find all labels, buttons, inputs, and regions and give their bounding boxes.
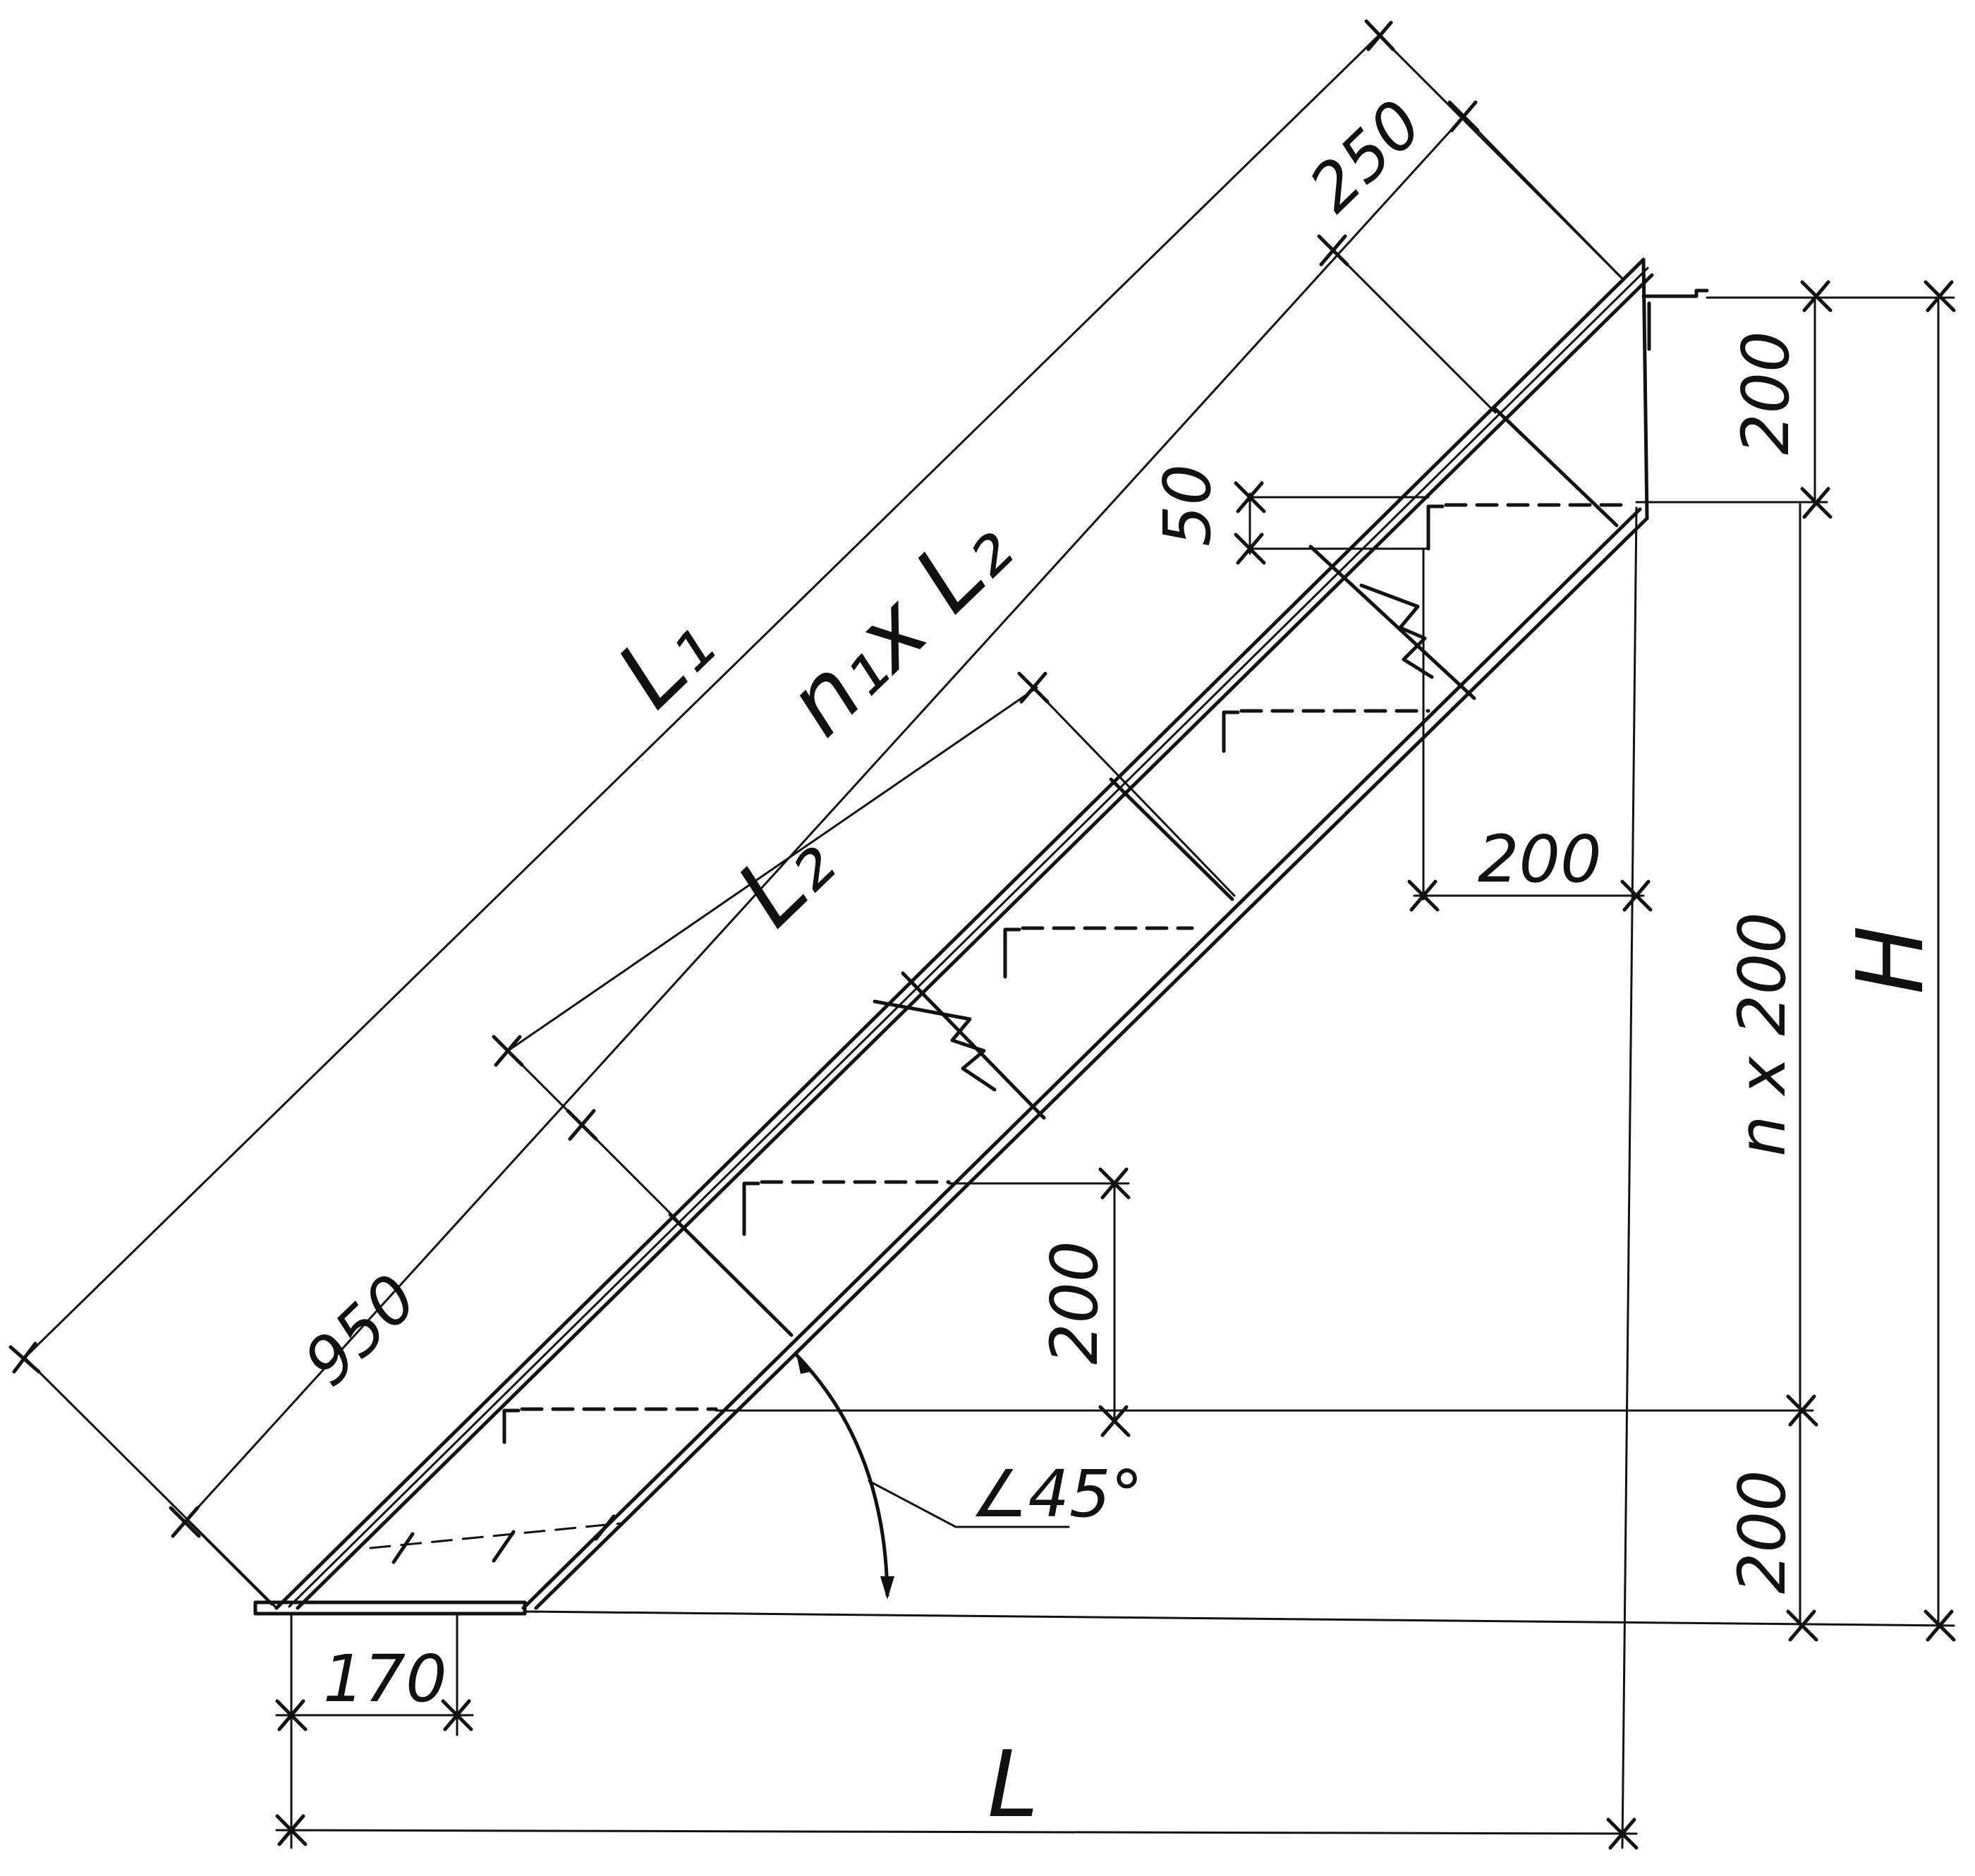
step-angle-3 [1003, 927, 1021, 979]
angle-leader [868, 1480, 957, 1528]
top-bracket-angle [1641, 288, 1709, 298]
label-200-bottom: 200 [1725, 1470, 1800, 1594]
dim-250-ext [1332, 249, 1497, 414]
label-n200: n x 200 [1725, 912, 1800, 1157]
dim-L1-line [23, 34, 1380, 1359]
right-vertical-reference [1621, 506, 1638, 1849]
dim-L2-line [506, 686, 1038, 1052]
dim-L2-ext-top [1032, 686, 1236, 897]
dimension-ticks [8, 19, 1956, 1850]
dim-250-ext-2 [1462, 115, 1624, 280]
left-stringer-outer [274, 257, 1646, 1610]
rung-2 [1109, 777, 1234, 901]
right-stringer-inner [534, 516, 1649, 1610]
label-H: H [1837, 925, 1944, 994]
label-L1: L₁ [597, 590, 734, 728]
label-L2: L₂ [717, 808, 854, 946]
angle-arrow-top [796, 1351, 811, 1374]
label-200-mid: 200 [1037, 1241, 1112, 1365]
break-zigzag-upper [1359, 583, 1434, 679]
ladder-structure [253, 257, 1709, 1849]
left-stringer-inner-2 [288, 267, 1649, 1608]
step-angle-5 [1426, 504, 1445, 551]
label-950: 950 [290, 1260, 432, 1401]
dim-n1L2-line [183, 115, 1465, 1523]
left-stringer-inner [296, 273, 1654, 1610]
angle-arc [794, 1352, 889, 1597]
angle-arrow-bottom [880, 1576, 894, 1600]
bolt-2 [492, 1530, 516, 1563]
label-200-top: 200 [1728, 331, 1804, 455]
dimension-lines [8, 19, 1956, 1850]
break-zigzag-lower [873, 999, 997, 1092]
dimension-labels: L₁ n₁x L₂ L₂ 250 950 200 50 200 200 n x … [290, 86, 1944, 1838]
dim-950-ext [186, 1518, 273, 1606]
rung-3 [1493, 407, 1619, 528]
step-angles [502, 503, 1624, 1444]
label-250: 250 [1295, 86, 1437, 226]
top-bracket [1641, 257, 1649, 520]
right-stringer-outer [521, 507, 1642, 1610]
dim-base-h [523, 1610, 1955, 1627]
bolt-line [369, 1522, 622, 1549]
rung-1 [668, 1212, 794, 1337]
label-170: 170 [323, 1641, 447, 1717]
label-n1xL2: n₁x L₂ [766, 494, 1032, 756]
bolt-marks [369, 1514, 622, 1564]
step-angle-2 [742, 1181, 760, 1236]
base-plate [253, 1600, 527, 1616]
bolt-3 [594, 1514, 616, 1541]
step-angle-4 [1222, 710, 1240, 753]
break-mark-upper [1308, 544, 1476, 700]
label-L: L [988, 1731, 1038, 1838]
label-200-horiz: 200 [1478, 822, 1602, 897]
dim-L-line [275, 1829, 1638, 1835]
label-50: 50 [1150, 464, 1225, 547]
label-angle: ∠45° [970, 1456, 1143, 1532]
step-angle-1 [502, 1408, 521, 1444]
bolt-1 [391, 1532, 415, 1564]
